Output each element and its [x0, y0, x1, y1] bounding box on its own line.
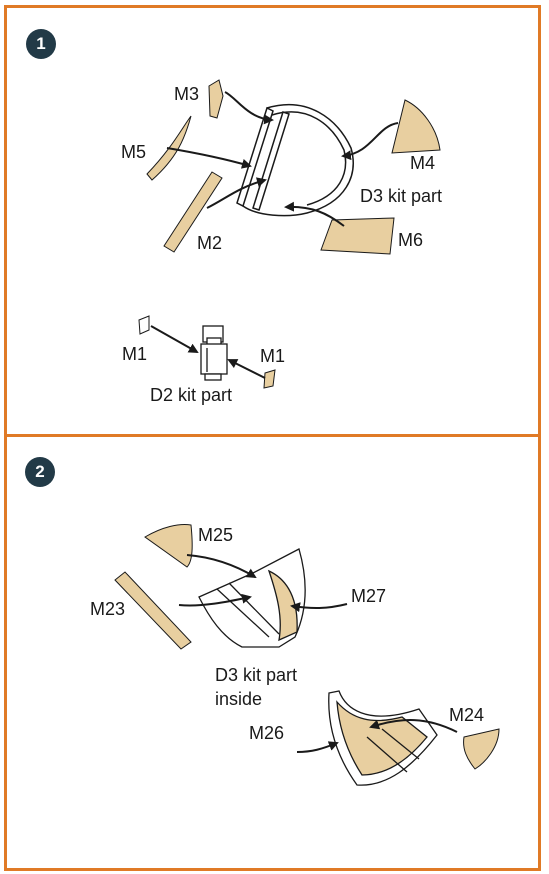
arrow-m27 — [290, 602, 348, 613]
mask-m2 — [163, 171, 223, 253]
mask-m3 — [208, 79, 224, 119]
mask-m23 — [114, 571, 192, 650]
d2-kit-part — [200, 325, 228, 381]
arrow-m2 — [206, 177, 267, 209]
mask-m1-left — [138, 315, 150, 335]
step-2-diagram: M25 M23 M27 D3 kit part inside M24 M26 — [90, 524, 500, 786]
mask-m25 — [144, 524, 193, 568]
d3-canopy-part — [236, 103, 354, 217]
label-d3-inside-line2: inside — [215, 689, 262, 709]
mask-m5 — [146, 115, 192, 181]
mask-m1-right — [263, 369, 276, 389]
label-m1-left: M1 — [122, 344, 147, 364]
mask-m6 — [320, 217, 395, 255]
label-d2-kit-part: D2 kit part — [150, 385, 232, 405]
arrow-m25 — [186, 554, 257, 579]
d3-part-upper — [198, 548, 306, 648]
step-1-panel: 1 — [4, 5, 541, 437]
label-m23: M23 — [90, 599, 125, 619]
arrow-m1-right — [227, 359, 266, 379]
label-d3-kit-part: D3 kit part — [360, 186, 442, 206]
arrow-m23 — [178, 593, 252, 607]
arrow-m24 — [369, 719, 458, 733]
label-m25: M25 — [198, 525, 233, 545]
label-d3-inside-line1: D3 kit part — [215, 665, 297, 685]
label-m2: M2 — [197, 233, 222, 253]
label-m3: M3 — [174, 84, 199, 104]
label-m5: M5 — [121, 142, 146, 162]
arrow-m5 — [166, 147, 252, 169]
step-2-badge: 2 — [25, 457, 55, 487]
arrow-m4 — [341, 122, 399, 161]
label-m1-right: M1 — [260, 346, 285, 366]
label-m6: M6 — [398, 230, 423, 250]
step-1-diagram: M3 M5 M2 M4 D3 kit part M6 M1 M1 D2 kit … — [121, 79, 442, 405]
step-2-panel: 2 — [4, 434, 541, 871]
d3-part-lower — [328, 690, 438, 786]
label-m24: M24 — [449, 705, 484, 725]
arrow-m26 — [296, 741, 339, 753]
mask-m4 — [391, 99, 441, 154]
mask-m24 — [463, 728, 500, 770]
label-m27: M27 — [351, 586, 386, 606]
arrow-m3 — [224, 91, 274, 125]
label-m26: M26 — [249, 723, 284, 743]
label-m4: M4 — [410, 153, 435, 173]
arrow-m6 — [284, 201, 345, 227]
step-1-badge: 1 — [26, 29, 56, 59]
arrow-m1-left — [150, 325, 199, 353]
